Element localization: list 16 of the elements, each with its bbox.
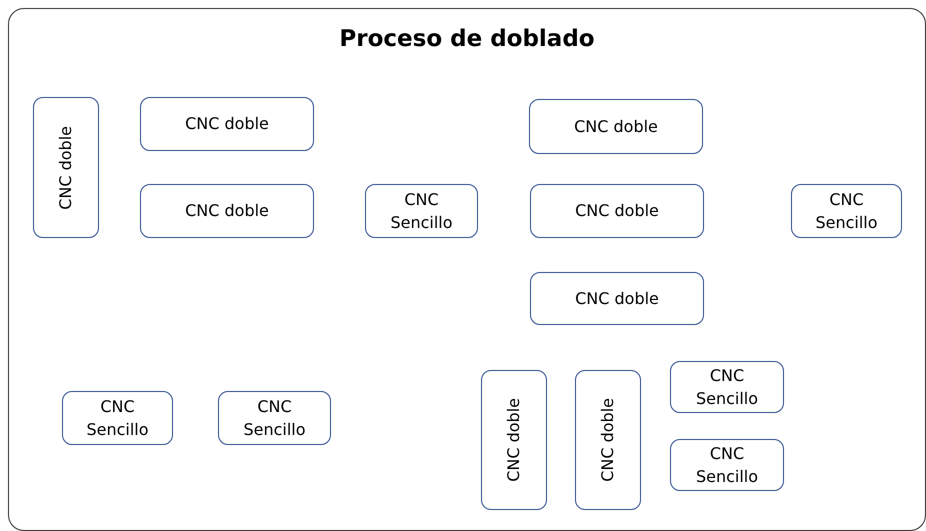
machine-box: CNC Sencillo — [670, 361, 784, 413]
machine-box: CNC Sencillo — [62, 391, 173, 445]
machine-box: CNC doble — [529, 99, 703, 154]
title: Proceso de doblado — [338, 25, 596, 54]
machine-box: CNC doble — [140, 97, 314, 151]
machine-box: CNC doble — [481, 370, 547, 510]
machine-box: CNC Sencillo — [365, 184, 478, 238]
machine-box: CNC doble — [575, 370, 641, 510]
floor-area — [8, 8, 926, 531]
machine-box: CNC doble — [33, 97, 99, 238]
machine-box: CNC Sencillo — [218, 391, 331, 445]
machine-box: CNC doble — [140, 184, 314, 238]
machine-box: CNC Sencillo — [670, 439, 784, 491]
machine-box: CNC doble — [530, 272, 704, 325]
machine-box: CNC Sencillo — [791, 184, 902, 238]
machine-box: CNC doble — [530, 184, 704, 238]
